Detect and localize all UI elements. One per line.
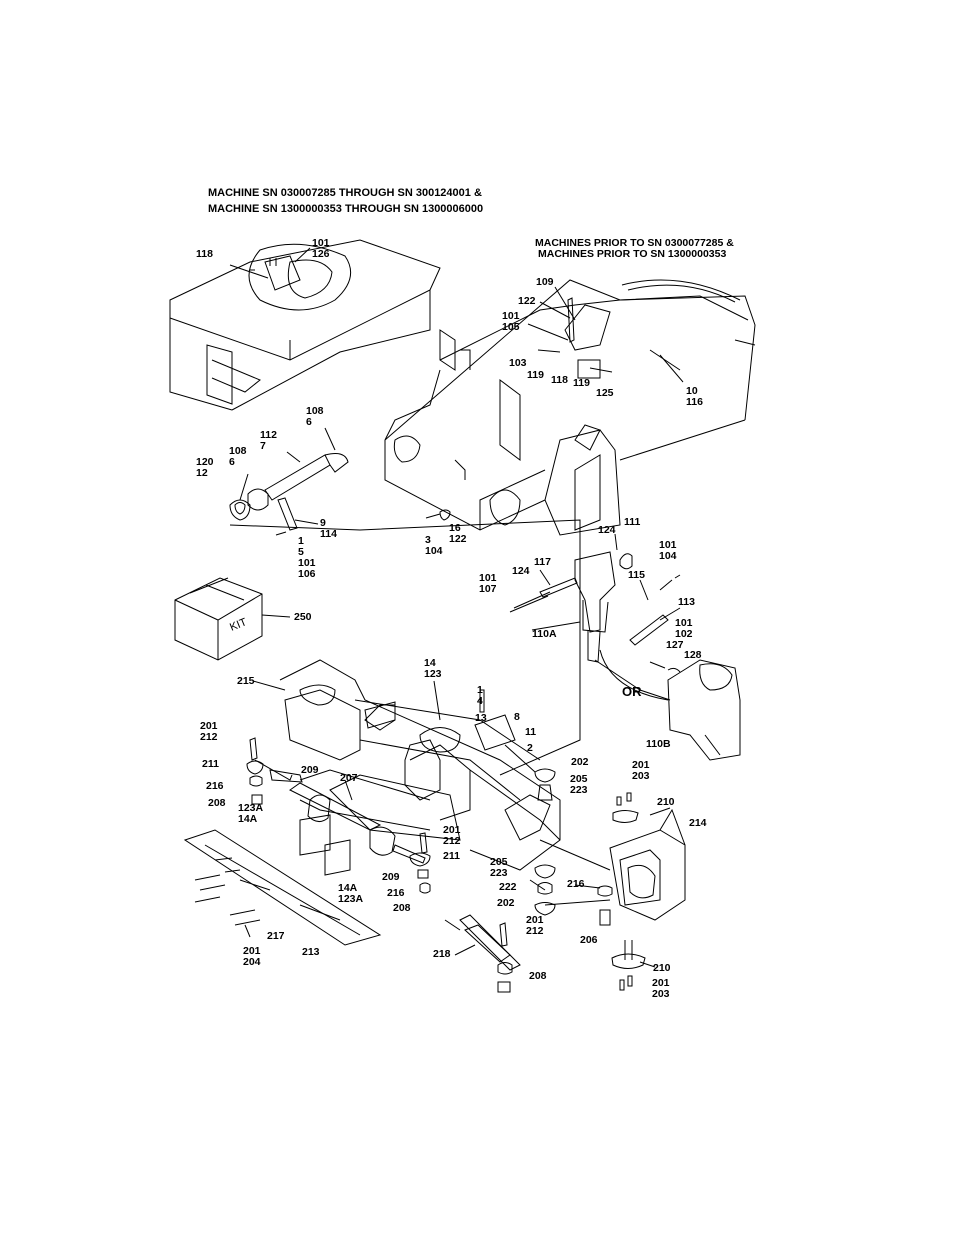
callout: 111 [624, 516, 641, 528]
callout: 109 [536, 276, 554, 288]
header-right-line2: MACHINES PRIOR TO SN 1300000353 [538, 248, 727, 260]
tie-rod-213 [185, 815, 380, 945]
header-left-line1: MACHINE SN 030007285 THROUGH SN 30012400… [208, 187, 482, 199]
leader-lines [230, 248, 683, 967]
callout: 110B [646, 738, 671, 750]
callout: 201 212 [443, 824, 461, 847]
callout: 101 104 [659, 539, 677, 562]
axle-beam [280, 660, 560, 870]
callout: 119 [527, 369, 544, 381]
small-hardware [195, 298, 680, 992]
callout: 122 [518, 295, 536, 307]
knuckle-214 [610, 810, 685, 969]
callout: 124 [512, 565, 530, 577]
callout: 205 223 [490, 856, 508, 879]
callout: 110A [532, 628, 557, 640]
kit-box [175, 578, 262, 660]
arm-218 [460, 915, 520, 970]
callout: 217 [267, 930, 285, 942]
callout: 208 [208, 797, 226, 809]
callout: 215 [237, 675, 255, 687]
callout: 14 123 [424, 657, 442, 680]
callout: 213 [302, 946, 320, 958]
callout: 101 105 [502, 310, 520, 333]
callout: 208 [529, 970, 547, 982]
callout: 206 [580, 934, 598, 946]
callout: 218 [433, 948, 451, 960]
callout: 108 6 [229, 445, 247, 468]
callout: 8 [514, 711, 520, 723]
callout: 112 7 [260, 429, 277, 452]
callout: 216 [206, 780, 224, 792]
header-left-line2: MACHINE SN 1300000353 THROUGH SN 1300006… [208, 203, 484, 215]
callout: 201 203 [632, 759, 650, 782]
callout: 14A 123A [338, 882, 364, 905]
callout: 118 [551, 374, 568, 386]
callout: 222 [499, 881, 517, 893]
callout: 201 212 [526, 914, 544, 937]
callout: 1 5 101 106 [298, 535, 316, 580]
callout: 205 223 [570, 773, 588, 796]
callout: 202 [571, 756, 589, 768]
callout: 209 [301, 764, 319, 776]
callout: 124 [598, 524, 616, 536]
header-right-line1: MACHINES PRIOR TO SN 0300077285 & [535, 237, 734, 249]
callout: 16 122 [449, 522, 467, 545]
callout: 211 [443, 850, 460, 862]
callout: 108 6 [306, 405, 324, 428]
callout: 13 [475, 712, 487, 724]
callout: 10 116 [686, 385, 703, 408]
callout: 1 4 [477, 684, 483, 707]
callout: 2 [527, 742, 533, 754]
cylinder-110b [668, 660, 740, 760]
callout: 210 [657, 796, 675, 808]
callout: 125 [596, 387, 614, 399]
callout: 128 [684, 649, 702, 661]
callout: 216 [567, 878, 585, 890]
callout: 210 [653, 962, 671, 974]
callout: 211 [202, 758, 219, 770]
callout: 113 [678, 596, 695, 608]
callout: 209 [382, 871, 400, 883]
callout: 123A 14A [238, 802, 264, 825]
cylinder-110a [510, 552, 670, 700]
callout: 101 107 [479, 572, 497, 595]
callout: 117 [534, 556, 551, 568]
frame-upper-left [170, 240, 440, 410]
callout: 201 204 [243, 945, 261, 968]
callout: 201 203 [652, 977, 670, 1000]
callout: 127 [666, 639, 684, 651]
callout: 101 102 [675, 617, 693, 640]
callout: 202 [497, 897, 515, 909]
callout: 11 [525, 726, 537, 738]
callout: 216 [387, 887, 405, 899]
callout: 118 [196, 248, 213, 260]
callout: 9 114 [320, 517, 337, 540]
or-label: OR [622, 684, 642, 699]
callout: 101 126 [312, 237, 330, 260]
callout: 214 [689, 817, 707, 829]
callout: 250 [294, 611, 312, 623]
callout: 115 [628, 569, 645, 581]
callout: 208 [393, 902, 411, 914]
frame-upper-right [385, 280, 755, 535]
callout: 119 [573, 377, 590, 389]
callout: 120 12 [196, 456, 214, 479]
callout: 207 [340, 772, 358, 784]
callout: 103 [509, 357, 527, 369]
steering-cylinder [255, 760, 425, 863]
callout: 201 212 [200, 720, 218, 743]
callout: 3 104 [425, 534, 443, 557]
